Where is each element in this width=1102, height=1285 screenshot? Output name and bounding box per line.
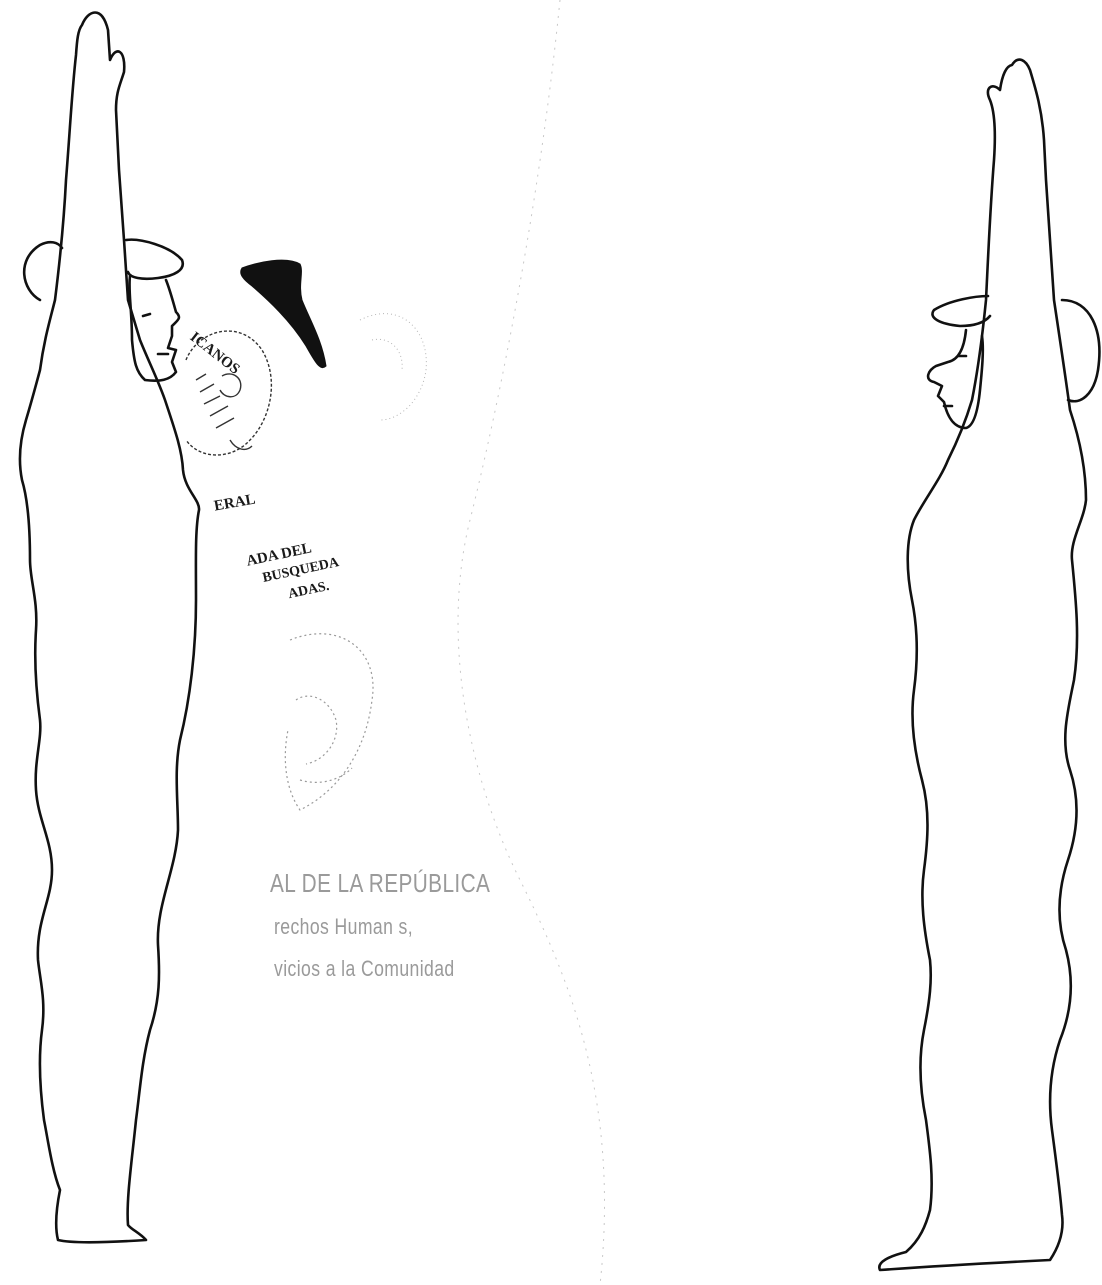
left-body-outline xyxy=(20,13,199,1243)
right-body-outline xyxy=(879,60,1099,1270)
faded-print-line-1: AL DE LA REPÚBLICA xyxy=(270,870,490,896)
faint-stamp-top xyxy=(360,314,426,420)
faded-seal xyxy=(285,634,373,810)
faded-print-line-2: rechos Human s, xyxy=(274,916,413,938)
fold-line xyxy=(458,0,604,1285)
faded-print-line-3: vicios a la Comunidad xyxy=(274,958,455,980)
ink-wedge-mark xyxy=(241,260,326,367)
